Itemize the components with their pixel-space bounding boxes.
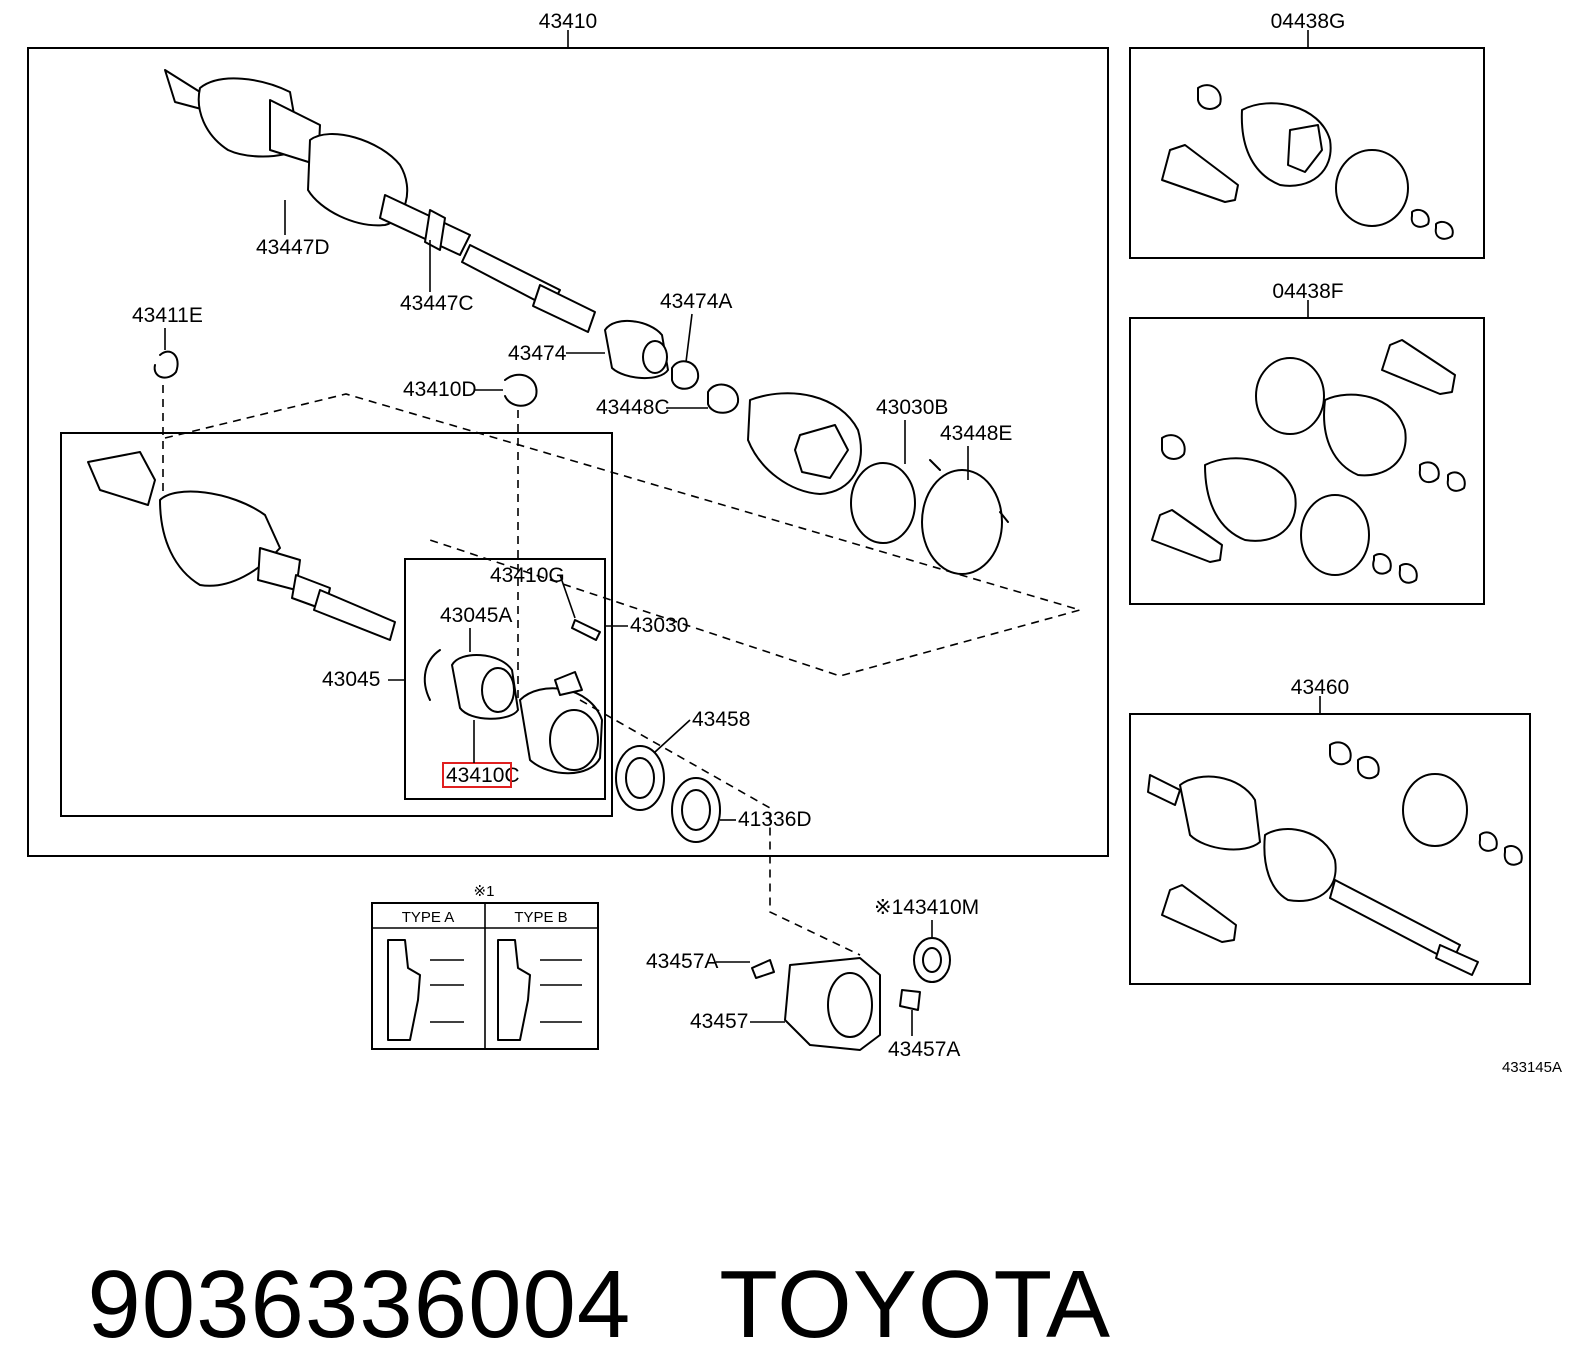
clamp-43474A [671, 360, 700, 390]
label-43030[interactable]: 43030 [630, 614, 688, 637]
label-43410D[interactable]: 43410D [403, 378, 477, 401]
snap-ring-43045 [423, 649, 441, 701]
caption: 9036336004 TOYOTA [32, 1140, 1111, 1358]
kit-04438G-parts [1161, 84, 1454, 240]
label-43045A[interactable]: 43045A [440, 604, 512, 627]
part-number: 9036336004 [87, 1251, 632, 1358]
kit-43460-box [1129, 713, 1531, 985]
label-43447C[interactable]: 43447C [400, 292, 474, 315]
pin-43410G [571, 619, 601, 641]
label-43474A[interactable]: 43474A [660, 290, 732, 313]
kit-04438F-parts [1151, 339, 1466, 584]
figure-code: 433145A [1502, 1059, 1562, 1076]
type-a-section [387, 939, 421, 1041]
label-43448E[interactable]: 43448E [940, 422, 1012, 445]
bearing-subassembly-box [404, 558, 606, 800]
parts-diagram: 43410 [27, 10, 1562, 1076]
seal-43458 [615, 745, 665, 811]
kit-04438F-box [1129, 317, 1485, 605]
seal-43410M [913, 937, 951, 983]
label-43457A-bottom[interactable]: 43457A [888, 1038, 960, 1061]
bolt-43457A-upper [751, 959, 775, 979]
label-43030B[interactable]: 43030B [876, 396, 948, 419]
label-43457A-top[interactable]: 43457A [646, 950, 718, 973]
bearing-bracket-43030 [519, 671, 603, 775]
label-43410[interactable]: 43410 [539, 10, 597, 33]
drive-shaft-outboard [164, 69, 596, 333]
drive-shaft-inboard [87, 451, 396, 641]
label-43448C[interactable]: 43448C [596, 396, 670, 419]
snap-ring-43410D [504, 373, 538, 407]
snap-ring-43411E [153, 350, 179, 379]
label-43460[interactable]: 43460 [1291, 676, 1349, 699]
label-43474[interactable]: 43474 [508, 342, 567, 365]
label-43411E[interactable]: 43411E [132, 304, 203, 327]
label-04438G[interactable]: 04438G [1271, 10, 1346, 33]
part-43474 [604, 319, 669, 380]
type-b-label: TYPE B [514, 909, 567, 926]
label-43045[interactable]: 43045 [322, 668, 380, 691]
clamp-43448C [707, 383, 740, 414]
brand-name: TOYOTA [719, 1251, 1112, 1358]
highlight-43410C [442, 762, 512, 788]
note-mark: ※1 [474, 883, 495, 900]
bolt-43457A-lower [899, 989, 921, 1011]
label-43447D[interactable]: 43447D [256, 236, 330, 259]
label-04438F[interactable]: 04438F [1272, 280, 1343, 303]
bearing-bracket-43457 [784, 957, 881, 1051]
label-43410M[interactable]: ※143410M [874, 896, 979, 919]
bearing-43410C [451, 653, 519, 720]
label-41336D[interactable]: 41336D [738, 808, 812, 831]
inboard-joint-box [60, 432, 613, 817]
type-b-section [497, 939, 531, 1041]
kit-04438G-box [1129, 47, 1485, 259]
label-43410C[interactable]: 43410C [446, 764, 520, 787]
type-a-label: TYPE A [402, 909, 455, 926]
label-43457[interactable]: 43457 [690, 1010, 748, 1033]
seal-41336D [671, 777, 721, 843]
kit-43460-parts [1147, 741, 1523, 976]
label-43458[interactable]: 43458 [692, 708, 750, 731]
cv-boot-outboard [747, 392, 1009, 575]
label-43410G[interactable]: 43410G [490, 564, 565, 587]
